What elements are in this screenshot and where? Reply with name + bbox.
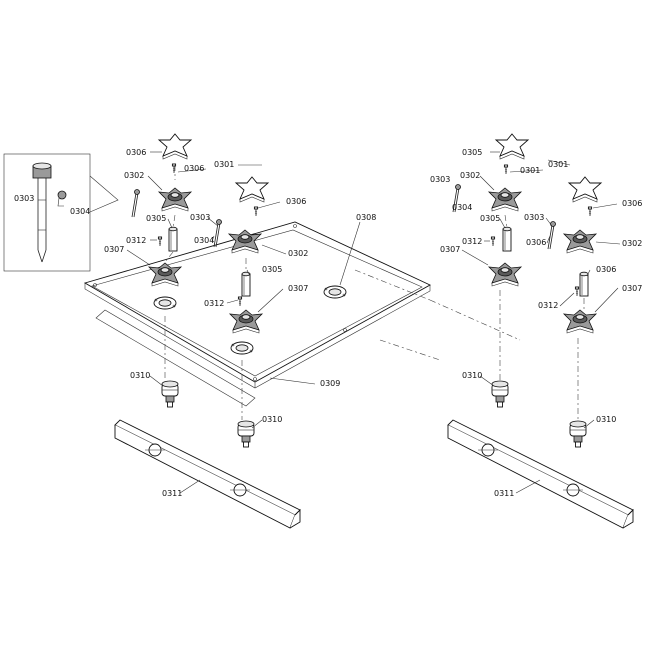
callout-0312: 0312 [538,301,558,310]
right-assembly [379,133,634,529]
callout-0303-inset: 0303 [14,194,34,203]
callout-0309: 0309 [320,379,340,388]
callout-0310: 0310 [130,371,150,380]
callout-0306: 0306 [126,148,146,157]
callout-0305: 0305 [462,148,482,157]
callout-0302: 0302 [460,171,480,180]
callout-0305: 0305 [146,214,166,223]
callout-0311: 0311 [494,489,514,498]
callout-0301: 0301 [548,160,568,169]
callout-0303: 0303 [430,175,450,184]
callout-0308: 0308 [356,213,376,222]
detail-inset-box [3,153,91,272]
hob-top-plate [83,221,431,389]
callout-0305: 0305 [262,265,282,274]
callout-0310: 0310 [462,371,482,380]
callout-0312: 0312 [126,236,146,245]
callout-0302: 0302 [124,171,144,180]
left-assembly [3,133,431,529]
callout-0303: 0303 [190,213,210,222]
valve-bracket-right [447,419,634,529]
callout-0306: 0306 [286,197,306,206]
callout-0312: 0312 [204,299,224,308]
callout-0304: 0304 [452,203,472,212]
callout-0310: 0310 [596,415,616,424]
callout-labels: 0306 0301 0306 0302 0303 0304 0306 0305 … [14,148,642,498]
callout-0311: 0311 [162,489,182,498]
callout-0308-left: 0306 [184,164,204,173]
callout-0304-inset: 0304 [70,207,90,216]
callout-0307: 0307 [440,245,460,254]
callout-0302: 0302 [288,249,308,258]
callout-0301: 0301 [214,160,234,169]
detail-pin-large [32,162,52,263]
detail-clip [57,190,67,207]
callout-0305: 0305 [480,214,500,223]
seal-gasket [95,309,256,407]
callout-0306: 0306 [526,238,546,247]
callout-0306: 0306 [622,199,642,208]
callout-0302: 0302 [622,239,642,248]
callout-0305: 0306 [596,265,616,274]
callout-0310: 0310 [262,415,282,424]
valve-bracket-left [114,419,301,529]
callout-0304: 0304 [194,236,214,245]
callout-0303: 0303 [524,213,544,222]
leader-lines [126,151,621,494]
callout-0307: 0307 [288,284,308,293]
callout-0307: 0307 [622,284,642,293]
callout-0312: 0312 [462,237,482,246]
callout-0301: 0301 [520,166,540,175]
callout-0307: 0307 [104,245,124,254]
